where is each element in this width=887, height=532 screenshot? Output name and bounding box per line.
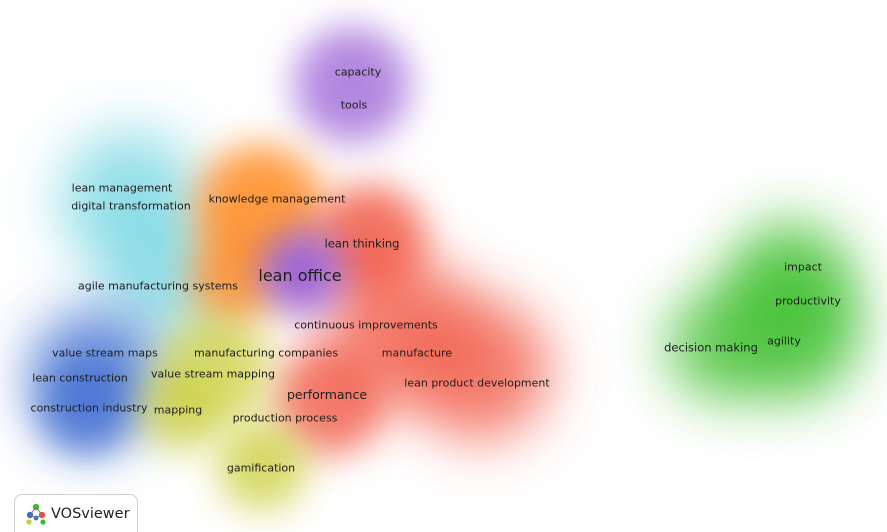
term-value-stream-mapping[interactable]: value stream mapping <box>150 367 276 381</box>
vosviewer-logo-icon <box>26 503 46 525</box>
vosviewer-logo: VOSviewer <box>14 494 138 532</box>
term-knowledge-management[interactable]: knowledge management <box>208 192 346 206</box>
term-lean-thinking[interactable]: lean thinking <box>324 236 400 251</box>
term-impact[interactable]: impact <box>784 260 822 274</box>
density-blob-yellow <box>140 370 220 450</box>
density-blob-orange <box>190 235 280 325</box>
density-blob-yellow <box>217 420 307 510</box>
term-productivity[interactable]: productivity <box>775 294 841 308</box>
density-blob-purple <box>294 27 410 143</box>
term-capacity[interactable]: capacity <box>334 65 382 79</box>
density-blob-blue <box>40 365 130 455</box>
term-performance[interactable]: performance <box>286 386 368 402</box>
term-digital-transformation[interactable]: digital transformation <box>71 199 191 213</box>
term-lean-management[interactable]: lean management <box>71 181 173 195</box>
density-blob-red <box>410 300 550 440</box>
density-blob-cyan <box>105 220 225 340</box>
density-blob-red <box>275 345 385 455</box>
term-manufacture[interactable]: manufacture <box>381 346 453 360</box>
term-decision-making[interactable]: decision making <box>664 340 758 355</box>
term-construction-industry[interactable]: construction industry <box>30 401 148 415</box>
term-production-process[interactable]: production process <box>232 411 338 425</box>
vosviewer-logo-text: VOSviewer <box>51 505 130 522</box>
term-lean-construction[interactable]: lean construction <box>32 371 128 385</box>
term-agile-manufacturing-systems[interactable]: agile manufacturing systems <box>78 279 238 293</box>
term-tools[interactable]: tools <box>340 98 368 112</box>
term-manufacturing-companies[interactable]: manufacturing companies <box>193 346 339 360</box>
density-blob-purple <box>260 230 344 314</box>
term-gamification[interactable]: gamification <box>226 461 296 475</box>
term-mapping[interactable]: mapping <box>153 403 203 417</box>
density-blob-green <box>665 290 775 400</box>
term-continuous-improvements[interactable]: continuous improvements <box>294 318 438 332</box>
term-agility[interactable]: agility <box>767 334 801 348</box>
term-lean-product-development[interactable]: lean product development <box>404 376 550 390</box>
term-lean-office[interactable]: lean office <box>258 266 342 285</box>
term-value-stream-maps[interactable]: value stream maps <box>52 346 158 360</box>
